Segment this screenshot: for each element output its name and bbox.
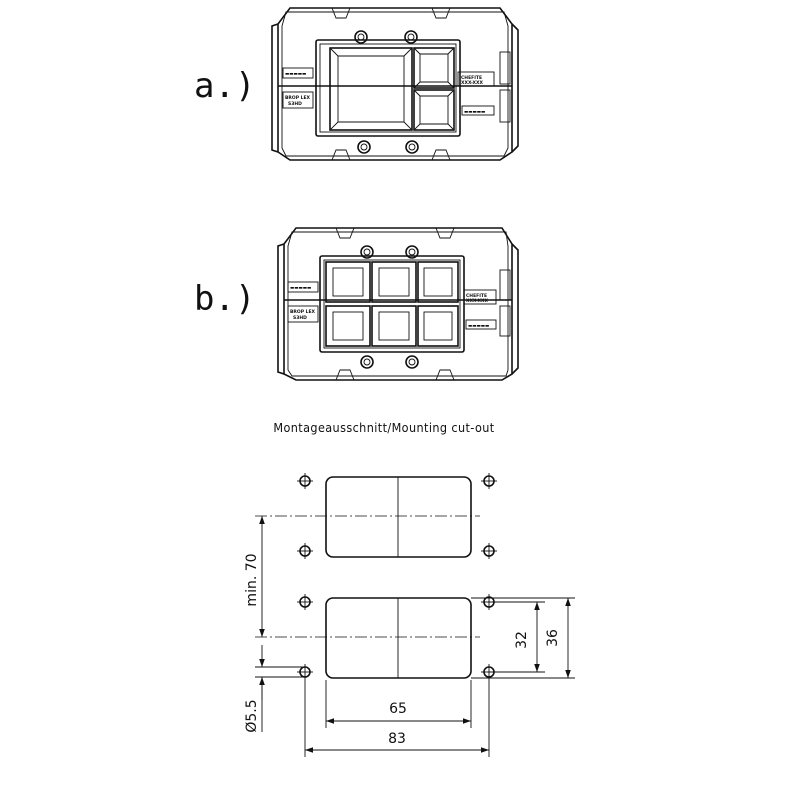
- plate-b-right-t1: CHEFITE: [466, 293, 487, 299]
- label-b: b.): [194, 279, 255, 319]
- plate-a-right-b: ▬▬▬▬▬: [464, 110, 485, 115]
- frame-b: ▬▬▬▬▬ BROP LEX S3HD CHEFITE XXX-XXX ▬▬▬▬…: [277, 227, 519, 381]
- plate-b-right-b: ▬▬▬▬▬: [468, 324, 489, 329]
- dim-36: 36: [545, 629, 561, 647]
- dim-min-70: min. 70: [244, 553, 260, 606]
- plate-a-left-b2: S3HD: [288, 101, 302, 107]
- plate-a-left-top: ▬▬▬▬▬: [285, 72, 306, 77]
- cutout-drawing: min. 70 Ø5.5 65 83 32 36: [244, 473, 575, 757]
- plate-b-left-b2: S3HD: [293, 315, 307, 321]
- label-a: a.): [194, 66, 255, 106]
- dim-65: 65: [389, 701, 407, 717]
- dim-83: 83: [388, 731, 406, 747]
- frame-a: ▬▬▬▬▬ BROP LEX S3HD CHEFITE XXX-XXX ▬▬▬▬…: [271, 7, 519, 161]
- plate-b-right-t2: XXX-XXX: [466, 298, 488, 304]
- plate-a-left-b1: BROP LEX: [285, 95, 311, 101]
- dim-dia-5-5: Ø5.5: [244, 699, 260, 732]
- plate-a-right-t2: XXX-XXX: [461, 80, 483, 86]
- cutout-title: Montageausschnitt/Mounting cut-out: [273, 420, 494, 435]
- plate-a-right-t1: CHEFITE: [461, 75, 482, 81]
- dim-32: 32: [514, 631, 530, 649]
- plate-b-left-top: ▬▬▬▬▬: [290, 286, 311, 291]
- mounting-holes: [297, 473, 497, 680]
- plate-b-left-b1: BROP LEX: [290, 309, 316, 315]
